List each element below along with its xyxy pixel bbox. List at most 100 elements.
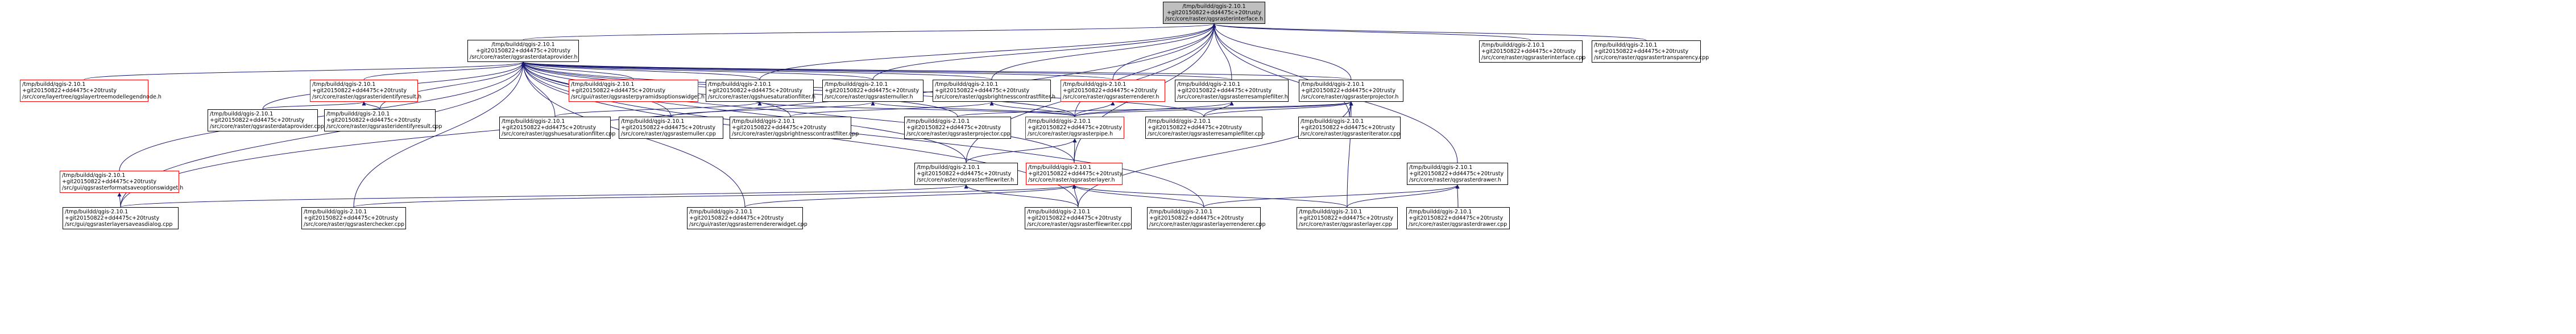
node-ident_cpp[interactable]: /tmp/buildd/qgis-2.10.1 +git20150822+dd4…: [324, 109, 442, 131]
node-line-3: /src/core/raster/qgsrasterlayerrenderer.…: [1149, 221, 1266, 228]
node-hue_cpp[interactable]: /tmp/buildd/qgis-2.10.1 +git20150822+dd4…: [499, 117, 616, 139]
node-line-2: +git20150822+dd4475c+20trusty: [689, 215, 784, 221]
node-line-2: +git20150822+dd4475c+20trusty: [906, 125, 1001, 131]
edge-hue_h-to-dp: [521, 61, 760, 80]
node-line-2: +git20150822+dd4475c+20trusty: [304, 215, 399, 221]
node-draw_cpp[interactable]: /tmp/buildd/qgis-2.10.1 +git20150822+dd4…: [1406, 207, 1510, 229]
node-line-2: +git20150822+dd4475c+20trusty: [1481, 48, 1576, 55]
node-line-1: /tmp/buildd/qgis-2.10.1: [1299, 209, 1362, 215]
node-line-2: +git20150822+dd4475c+20trusty: [1149, 215, 1244, 221]
node-line-3: /src/core/raster/qgsrasterdataprovider.h: [470, 54, 578, 60]
node-resf_h[interactable]: /tmp/buildd/qgis-2.10.1 +git20150822+dd4…: [1175, 80, 1289, 102]
node-line-2: +git20150822+dd4475c+20trusty: [210, 117, 305, 123]
node-layer_cpp[interactable]: /tmp/buildd/qgis-2.10.1 +git20150822+dd4…: [1297, 207, 1398, 229]
node-line-1: /tmp/buildd/qgis-2.10.1: [917, 164, 980, 171]
node-line-1: /tmp/buildd/qgis-2.10.1: [1028, 118, 1091, 125]
node-line-1: /tmp/buildd/qgis-2.10.1: [22, 81, 86, 88]
edge-proj_h-to-root: [1212, 23, 1352, 80]
node-check_cpp[interactable]: /tmp/buildd/qgis-2.10.1 +git20150822+dd4…: [301, 207, 406, 229]
edge-pipe_h-to-null_h: [871, 101, 1075, 117]
node-line-3: /src/core/raster/qgsrasternuller.h: [825, 94, 913, 100]
node-line-1: /tmp/buildd/qgis-2.10.1: [1148, 118, 1211, 125]
node-fw_h[interactable]: /tmp/buildd/qgis-2.10.1 +git20150822+dd4…: [914, 163, 1018, 185]
edge-proj_cpp-to-proj_h: [957, 101, 1353, 117]
node-line-2: +git20150822+dd4475c+20trusty: [825, 88, 920, 94]
node-line-3: /src/core/raster/qgsrasteridentifyresult…: [326, 123, 442, 130]
node-line-1: /tmp/buildd/qgis-2.10.1: [326, 111, 390, 117]
node-null_h[interactable]: /tmp/buildd/qgis-2.10.1 +git20150822+dd4…: [822, 80, 923, 102]
node-line-2: +git20150822+dd4475c+20trusty: [621, 125, 716, 131]
edge-fw_h-to-pipe_h: [966, 138, 1077, 163]
node-line-1: /tmp/buildd/qgis-2.10.1: [491, 42, 555, 48]
edge-draw_cpp-to-draw_h: [1455, 184, 1460, 208]
node-ident[interactable]: /tmp/buildd/qgis-2.10.1 +git20150822+dd4…: [310, 80, 421, 102]
node-proj_cpp[interactable]: /tmp/buildd/qgis-2.10.1 +git20150822+dd4…: [904, 117, 1011, 139]
node-line-2: +git20150822+dd4475c+20trusty: [917, 171, 1012, 177]
node-ri_cpp[interactable]: /tmp/buildd/qgis-2.10.1 +git20150822+dd4…: [1479, 40, 1586, 63]
node-line-2: +git20150822+dd4475c+20trusty: [22, 88, 117, 94]
node-bc_cpp[interactable]: /tmp/buildd/qgis-2.10.1 +git20150822+dd4…: [730, 117, 859, 139]
node-line-2: +git20150822+dd4475c+20trusty: [1063, 88, 1158, 94]
node-proj_h[interactable]: /tmp/buildd/qgis-2.10.1 +git20150822+dd4…: [1299, 80, 1403, 102]
node-iter_cpp[interactable]: /tmp/buildd/qgis-2.10.1 +git20150822+dd4…: [1298, 117, 1401, 139]
node-rt_cpp[interactable]: /tmp/buildd/qgis-2.10.1 +git20150822+dd4…: [1592, 40, 1709, 63]
edge-layer_cpp-to-layer_h: [1072, 184, 1348, 208]
edge-save_cpp-to-fmt_h: [117, 192, 122, 208]
node-line-3: /src/core/raster/qgsrasterresamplefilter…: [1177, 94, 1288, 100]
node-line-1: /tmp/buildd/qgis-2.10.1: [732, 118, 796, 125]
node-fw_cpp[interactable]: /tmp/buildd/qgis-2.10.1 +git20150822+dd4…: [1025, 207, 1132, 229]
node-rrw_cpp[interactable]: /tmp/buildd/qgis-2.10.1 +git20150822+dd4…: [687, 207, 807, 229]
node-dp[interactable]: /tmp/buildd/qgis-2.10.1 +git20150822+dd4…: [467, 40, 579, 62]
node-hue_h[interactable]: /tmp/buildd/qgis-2.10.1 +git20150822+dd4…: [706, 80, 815, 102]
node-line-3: /src/gui/qgsrasterlayersaveasdialog.cpp: [65, 221, 173, 228]
node-line-2: +git20150822+dd4475c+20trusty: [62, 179, 157, 185]
node-line-1: /tmp/buildd/qgis-2.10.1: [62, 172, 126, 179]
node-layer_h[interactable]: /tmp/buildd/qgis-2.10.1 +git20150822+dd4…: [1026, 163, 1123, 185]
node-root[interactable]: /tmp/buildd/qgis-2.10.1 +git20150822+dd4…: [1163, 2, 1265, 24]
edge-pipe_h-to-hue_h: [757, 101, 1075, 117]
node-line-1: /tmp/buildd/qgis-2.10.1: [1481, 42, 1545, 48]
node-line-2: +git20150822+dd4475c+20trusty: [1409, 171, 1504, 177]
node-line-3: /src/core/raster/qgsrasteriterator.cpp: [1301, 131, 1401, 137]
node-line-1: /tmp/buildd/qgis-2.10.1: [825, 81, 888, 88]
node-line-3: /src/core/raster/qgsrasterlayer.h: [1028, 177, 1115, 183]
node-line-2: +git20150822+dd4475c+20trusty: [571, 88, 666, 94]
edge-layer_h-to-pipe_h: [1072, 138, 1077, 163]
edge-check_cpp-to-dp: [353, 61, 525, 208]
node-draw_h[interactable]: /tmp/buildd/qgis-2.10.1 +git20150822+dd4…: [1407, 163, 1508, 185]
node-line-3: /src/core/raster/qgsrasterdrawer.cpp: [1409, 221, 1508, 228]
node-line-3: /src/core/raster/qgshuesaturationfilter.…: [502, 131, 616, 137]
node-save_cpp[interactable]: /tmp/buildd/qgis-2.10.1 +git20150822+dd4…: [63, 207, 179, 229]
node-line-1: /tmp/buildd/qgis-2.10.1: [1301, 118, 1364, 125]
node-pyr[interactable]: /tmp/buildd/qgis-2.10.1 +git20150822+dd4…: [569, 80, 705, 102]
node-line-2: +git20150822+dd4475c+20trusty: [708, 88, 803, 94]
node-line-1: /tmp/buildd/qgis-2.10.1: [1063, 81, 1127, 88]
node-line-2: +git20150822+dd4475c+20trusty: [935, 88, 1030, 94]
node-line-3: /src/core/raster/qgsrasterfilewriter.cpp: [1027, 221, 1131, 228]
node-lr_cpp[interactable]: /tmp/buildd/qgis-2.10.1 +git20150822+dd4…: [1147, 207, 1266, 229]
node-line-1: /tmp/buildd/qgis-2.10.1: [1177, 81, 1241, 88]
node-line-3: /src/core/raster/qgsrasterfilewriter.h: [917, 177, 1014, 183]
edge-ident_cpp-to-ident: [362, 101, 380, 110]
edge-fmt_h-to-dp: [119, 61, 525, 171]
node-null_cpp[interactable]: /tmp/buildd/qgis-2.10.1 +git20150822+dd4…: [619, 117, 723, 139]
node-dp_cpp[interactable]: /tmp/buildd/qgis-2.10.1 +git20150822+dd4…: [208, 109, 324, 131]
node-pipe_h[interactable]: /tmp/buildd/qgis-2.10.1 +git20150822+dd4…: [1025, 117, 1124, 139]
node-lt[interactable]: /tmp/buildd/qgis-2.10.1 +git20150822+dd4…: [20, 80, 161, 102]
node-line-3: /src/gui/qgsrasterformatsaveoptionswidge…: [62, 185, 184, 191]
node-bc_h[interactable]: /tmp/buildd/qgis-2.10.1 +git20150822+dd4…: [933, 80, 1055, 102]
node-line-3: /src/core/raster/qgsrasterinterface.h: [1165, 16, 1263, 22]
node-line-1: /tmp/buildd/qgis-2.10.1: [1409, 164, 1473, 171]
node-line-2: +git20150822+dd4475c+20trusty: [1301, 125, 1395, 131]
node-line-1: /tmp/buildd/qgis-2.10.1: [1028, 164, 1092, 171]
edge-hue_cpp-to-hue_h: [554, 101, 762, 117]
node-rend_h[interactable]: /tmp/buildd/qgis-2.10.1 +git20150822+dd4…: [1061, 80, 1165, 102]
node-line-3: /src/core/raster/qgsrasterinterface.cpp: [1481, 55, 1586, 61]
node-line-3: /src/core/raster/qgsrasterpipe.h: [1028, 131, 1113, 137]
edge-lr_cpp-to-draw_h: [1203, 184, 1460, 208]
node-line-2: +git20150822+dd4475c+20trusty: [475, 48, 571, 54]
edge-pipe_h-to-proj_h: [1074, 101, 1353, 117]
node-resf_cpp[interactable]: /tmp/buildd/qgis-2.10.1 +git20150822+dd4…: [1145, 117, 1265, 139]
node-fmt_h[interactable]: /tmp/buildd/qgis-2.10.1 +git20150822+dd4…: [60, 171, 184, 193]
